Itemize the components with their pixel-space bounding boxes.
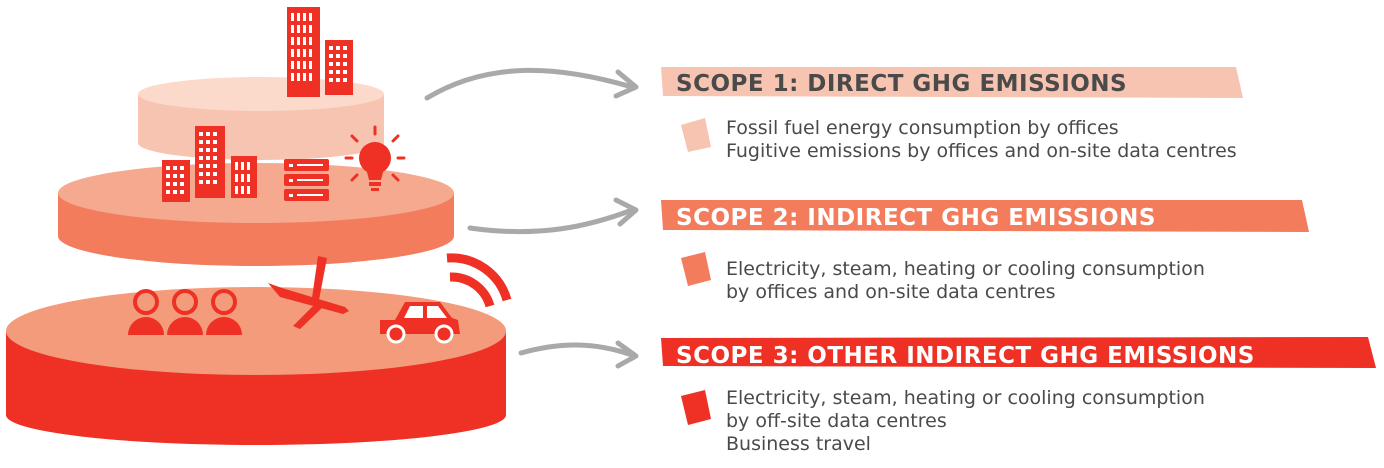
arrow-icon-scope-2 [467, 197, 639, 235]
arrow-icon-scope-3 [518, 340, 639, 369]
arrow-icon-scope-1 [424, 67, 639, 101]
tier-scope-3 [6, 287, 506, 445]
scope-1-line: Fossil fuel energy consumption by office… [726, 117, 1119, 139]
scope-3-banner: SCOPE 3: OTHER INDIRECT GHG EMISSIONS [661, 337, 1376, 369]
scope-1-line: Fugitive emissions by offices and on-sit… [726, 140, 1237, 162]
scope-3-line: by off-site data centres [726, 410, 947, 432]
building-icon [287, 7, 320, 97]
people-icon [128, 289, 242, 335]
scope-3-title: SCOPE 3: OTHER INDIRECT GHG EMISSIONS [676, 343, 1255, 369]
scope-2-title: SCOPE 2: INDIRECT GHG EMISSIONS [676, 205, 1156, 231]
scope-1-description: Fossil fuel energy consumption by office… [726, 117, 1237, 163]
scope-3-line: Business travel [726, 433, 871, 455]
airplane-icon [268, 256, 349, 329]
scope-1-banner: SCOPE 1: DIRECT GHG EMISSIONS [661, 67, 1243, 98]
scope-3-line: Electricity, steam, heating or cooling c… [726, 387, 1205, 409]
scope-1-title: SCOPE 1: DIRECT GHG EMISSIONS [676, 71, 1127, 97]
scope-3-swatch [681, 390, 711, 425]
scope-2-line: Electricity, steam, heating or cooling c… [726, 258, 1205, 280]
building-icon [162, 160, 190, 202]
scope-2-line: by offices and on-site data centres [726, 281, 1056, 303]
building-icon [231, 156, 257, 198]
scope-2-description: Electricity, steam, heating or cooling c… [726, 258, 1205, 304]
building-icon [325, 40, 353, 95]
server-icon [284, 159, 329, 201]
wifi-icon [446, 253, 512, 308]
scope-3-description: Electricity, steam, heating or cooling c… [726, 387, 1205, 456]
scope-2-swatch [681, 252, 711, 286]
building-icon [195, 126, 225, 198]
scope-1-swatch [681, 118, 711, 152]
scope-2-banner: SCOPE 2: INDIRECT GHG EMISSIONS [661, 200, 1309, 232]
car-icon [380, 302, 460, 344]
lightbulb-icon [344, 125, 406, 191]
